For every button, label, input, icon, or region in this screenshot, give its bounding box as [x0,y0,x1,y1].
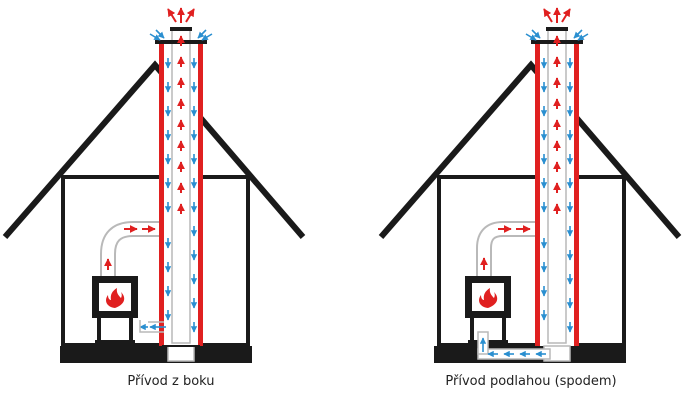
stove-left [92,276,138,344]
cold-flow-arrows [139,29,213,333]
house-left [2,60,306,363]
hot-flow-arrows [543,7,571,214]
stove-leg [470,318,474,344]
house-walls-right [437,175,626,347]
chimney-left [139,7,213,363]
diagram-side-inlet [2,7,306,363]
house-walls-left [61,175,250,347]
stove-leg [97,318,101,344]
connector-pipe-left [100,221,163,276]
house-right [378,60,682,363]
caption-floor-inlet: Přívod podlahou (spodem) [445,374,617,389]
stove-leg [129,318,133,344]
stove-leg [502,318,506,344]
flame-icon [106,288,125,308]
roof-left [2,60,306,239]
stove-base [95,340,135,344]
floor-slab-left [60,346,252,363]
flue-top [170,27,192,31]
diagram-floor-inlet [378,7,682,363]
chimney-right [477,7,589,363]
connector-pipe-right [476,221,539,276]
air-inlet-opening [167,345,195,362]
caption-side-inlet: Přívod z boku [127,374,215,389]
flue-top [546,27,568,31]
hot-flow-arrows [167,7,195,214]
flame-icon [479,288,498,308]
roof-right [378,60,682,239]
cold-flow-arrows [479,29,589,358]
